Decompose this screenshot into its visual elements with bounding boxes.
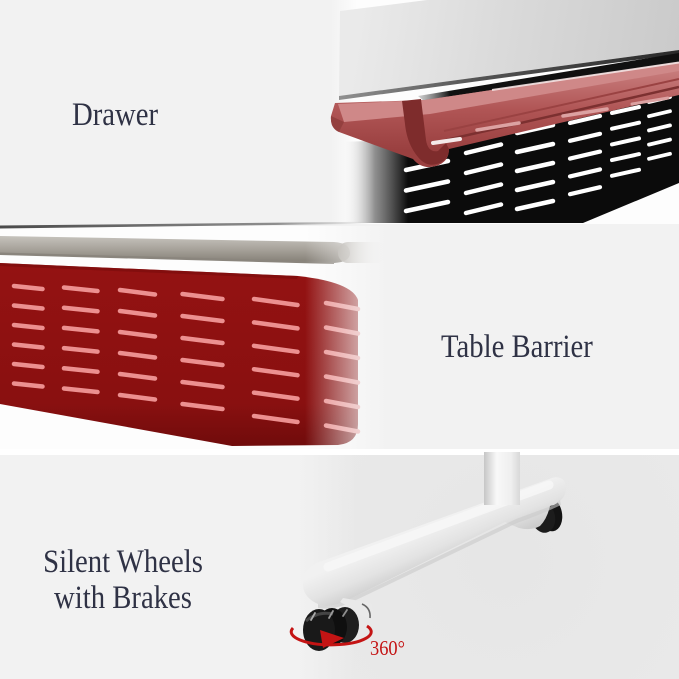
svg-text:360°: 360° xyxy=(370,636,405,660)
